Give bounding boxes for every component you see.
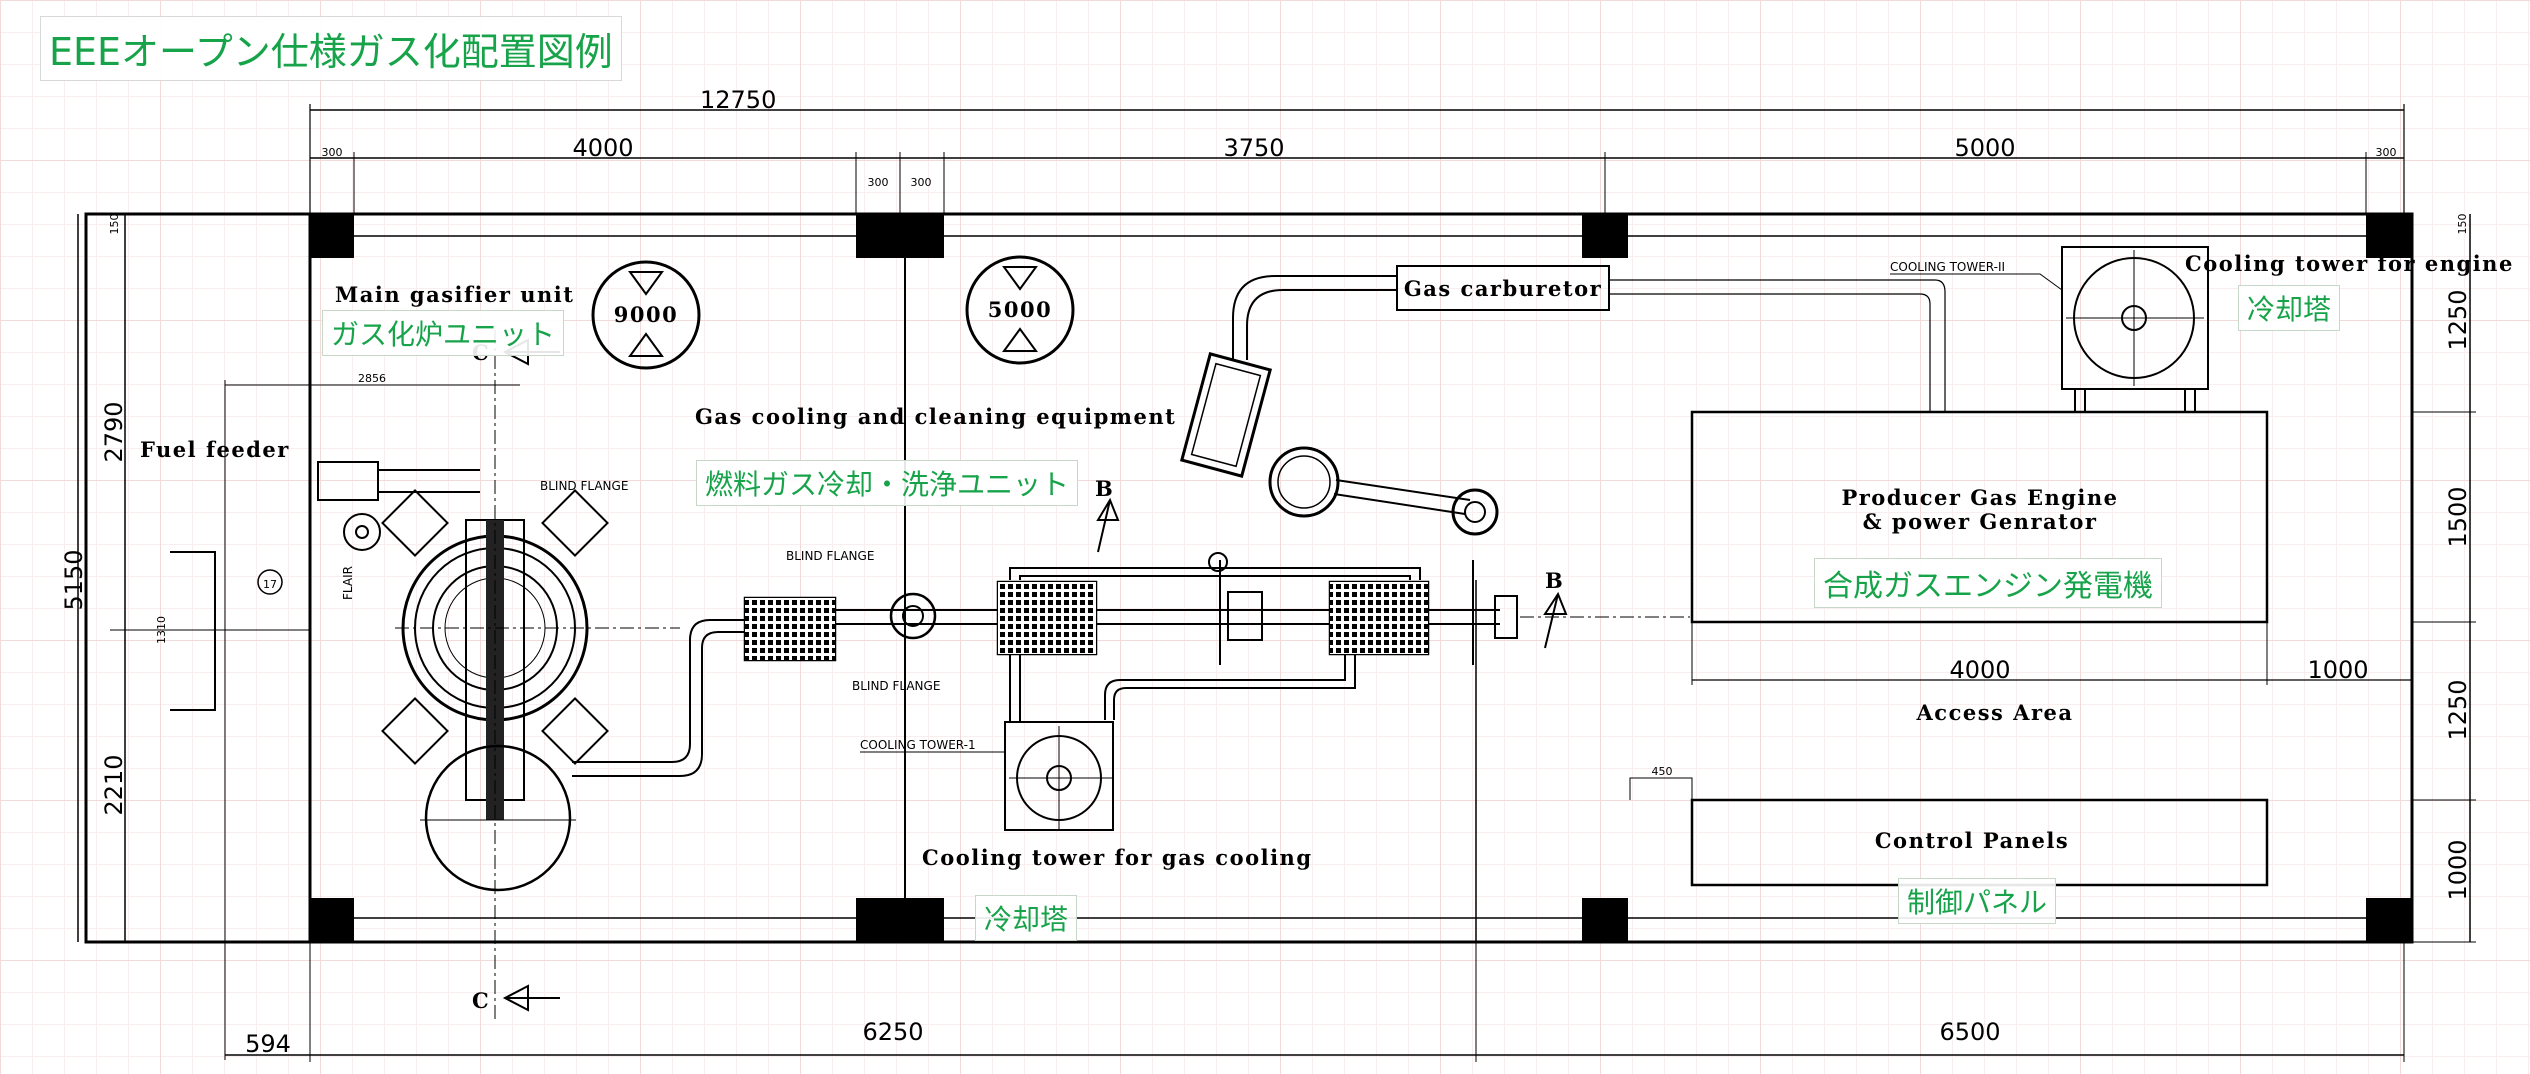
- label-cooling-tower-gas: Cooling tower for gas cooling: [922, 845, 1313, 870]
- column: [2366, 898, 2412, 942]
- dim-overall-height: 5150: [60, 549, 88, 610]
- section-c-bottom: C: [472, 988, 490, 1013]
- dim-300-left: 300: [322, 146, 343, 159]
- label-blind-flange-1: BLIND FLANGE: [540, 479, 628, 493]
- jp-label-engine: 合成ガスエンジン発電機: [1814, 558, 2162, 608]
- label-cooling-tower-1: COOLING TOWER-1: [860, 738, 976, 752]
- dim-150-right: 150: [2456, 214, 2469, 235]
- bottom-dimensions: 594 6250 6500: [224, 380, 2405, 1062]
- dim-right-1000: 1000: [2444, 839, 2472, 900]
- dim-overall-width: 12750: [700, 86, 776, 114]
- column: [1582, 214, 1628, 258]
- label-main-gasifier: Main gasifier unit: [335, 282, 574, 307]
- dim-bottom-6500: 6500: [1939, 1018, 2000, 1046]
- control-panels: Control Panels 450: [1629, 765, 2269, 887]
- dim-300-right: 300: [2376, 146, 2397, 159]
- dim-left-lower: 2210: [100, 754, 128, 815]
- dim-engine-4000: 4000: [1949, 656, 2010, 684]
- label-gas-carburetor: Gas carburetor: [1404, 276, 1602, 301]
- label-cooling-tower-engine: Cooling tower for engine: [2185, 251, 2514, 276]
- dim-150-left: 150: [108, 214, 121, 235]
- producer-gas-engine: Producer Gas Engine & power Genrator 400…: [1690, 410, 2412, 725]
- dim-right-1250-bottom: 1250: [2444, 679, 2472, 740]
- page-title: EEEオープン仕様ガス化配置図例: [40, 16, 622, 81]
- jp-label-cooling-tower-engine: 冷却塔: [2238, 285, 2341, 331]
- column: [856, 214, 944, 258]
- gas-cooling-cleaning-equipment: Gas cooling and cleaning equipment BLIND…: [572, 404, 1690, 870]
- dim-2856: 2856: [358, 372, 386, 385]
- dim-bottom-6250: 6250: [862, 1018, 923, 1046]
- jp-label-gasifier: ガス化炉ユニット: [322, 310, 565, 356]
- dim-1310: 1310: [155, 616, 168, 644]
- building-outline: [84, 212, 2414, 944]
- fuel-feeder: Fuel feeder 1310 17: [140, 437, 480, 711]
- top-dimensions: 12750 4000 3750 5000 300 300 300 300 150…: [108, 86, 2469, 235]
- jp-label-cooling-tower-gas: 冷却塔: [975, 895, 1078, 941]
- column: [310, 214, 354, 258]
- dim-right-1500: 1500: [2444, 486, 2472, 547]
- marker-17: 17: [263, 578, 277, 591]
- gas-carburetor-assembly: Gas carburetor: [1179, 265, 1946, 536]
- left-dimensions: 5150 2790 2210: [60, 214, 310, 942]
- cooling-tower-engine: COOLING TOWER-II Cooling tower for engin…: [1890, 246, 2514, 412]
- tank-9000-label: 9000: [614, 302, 678, 327]
- tank-5000-label: 5000: [988, 297, 1052, 322]
- label-blind-flange-3: BLIND FLANGE: [852, 679, 940, 693]
- main-gasifier-unit: Main gasifier unit 2856 BLIND FLANGE FLA…: [225, 282, 680, 1020]
- dim-bottom-594: 594: [245, 1030, 291, 1058]
- label-access-area: Access Area: [1915, 700, 2073, 725]
- dim-seg2: 3750: [1223, 134, 1284, 162]
- dim-seg3: 5000: [1954, 134, 2015, 162]
- label-engine-2: & power Genrator: [1863, 509, 2098, 534]
- jp-label-control-panels: 制御パネル: [1898, 878, 2057, 924]
- right-dimensions: 1250 1500 1250 1000: [2412, 214, 2476, 943]
- section-b-right: B: [1545, 568, 1564, 593]
- column: [2366, 214, 2412, 258]
- dim-seg1: 4000: [572, 134, 633, 162]
- label-gas-cooling-cleaning: Gas cooling and cleaning equipment: [695, 404, 1176, 429]
- label-fuel-feeder: Fuel feeder: [140, 437, 290, 462]
- column: [856, 898, 944, 942]
- jp-label-gas-cleaning: 燃料ガス冷却・洗浄ユニット: [696, 460, 1079, 506]
- label-control-panels: Control Panels: [1875, 828, 2069, 853]
- dim-left-upper: 2790: [100, 401, 128, 462]
- column: [310, 898, 354, 942]
- section-b-left: B: [1095, 476, 1114, 501]
- label-blind-flange-2: BLIND FLANGE: [786, 549, 874, 563]
- column: [1582, 898, 1628, 942]
- dim-450: 450: [1652, 765, 1673, 778]
- tank-5000: 5000: [965, 255, 1075, 365]
- dim-300-mid-a: 300: [868, 176, 889, 189]
- label-cooling-tower-2: COOLING TOWER-II: [1890, 260, 2005, 274]
- dim-right-1250-top: 1250: [2444, 289, 2472, 350]
- label-engine-1: Producer Gas Engine: [1841, 485, 2118, 510]
- tank-9000: 9000: [591, 260, 701, 370]
- dim-300-mid-b: 300: [911, 176, 932, 189]
- label-flair: FLAIR: [341, 566, 355, 600]
- dim-engine-1000: 1000: [2307, 656, 2368, 684]
